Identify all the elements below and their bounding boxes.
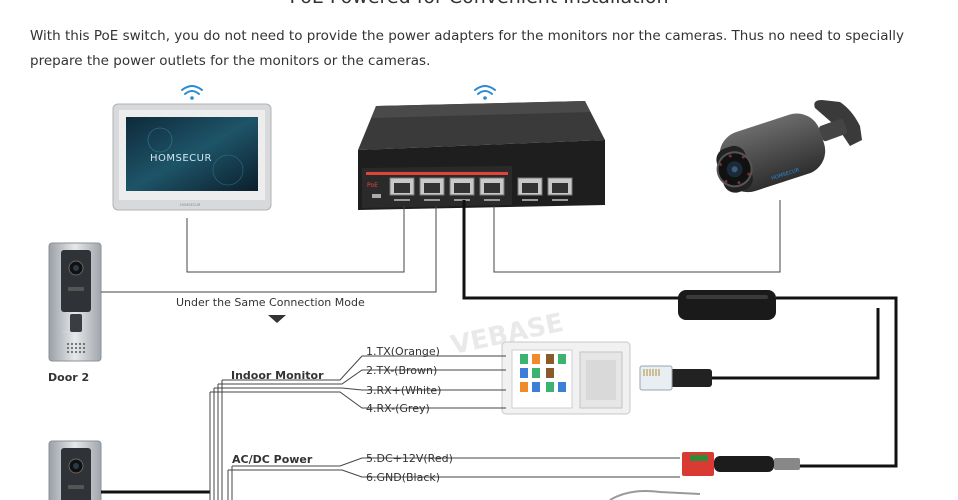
pin-labels: 1.TX(Orange) 2.TX-(Brown) 3.RX+(White) 4…	[366, 345, 453, 484]
dc-power-plug	[682, 452, 800, 476]
dc-cable-bottom	[609, 490, 701, 500]
wifi-icon	[474, 85, 496, 100]
poe-splitter	[678, 290, 776, 320]
indoor-monitor-group-label: Indoor Monitor	[231, 369, 324, 382]
door-station-2: HOMSECUR	[48, 242, 102, 362]
door-2-label: Door 2	[48, 371, 89, 384]
pin-5-label: 5.DC+12V(Red)	[366, 452, 453, 465]
door-plate-brand: HOMSECUR	[63, 330, 80, 334]
poe-cable	[101, 200, 898, 494]
rj45-plug	[639, 365, 712, 391]
connection-mode-label: Under the Same Connection Mode	[176, 296, 365, 309]
page-title: PoE Powered for Convenient Installation	[0, 0, 958, 8]
pin-4-label: 4.RX-(Grey)	[366, 402, 430, 415]
ac-dc-power-group-label: AC/DC Power	[232, 453, 313, 466]
pin-1-label: 1.TX(Orange)	[366, 345, 440, 358]
connection-lines	[101, 200, 781, 293]
pin-3-label: 3.RX+(White)	[366, 384, 441, 397]
intro-paragraph: With this PoE switch, you do not need to…	[30, 28, 905, 69]
indoor-monitor: HOMSECUR HOMSECUR	[112, 103, 272, 211]
pin-6-label: 6.GND(Black)	[366, 471, 440, 484]
monitor-screen-brand: HOMSECUR	[150, 153, 212, 164]
wifi-icon	[181, 85, 203, 100]
bullet-camera: HOMSECUR	[716, 100, 862, 193]
switch-poe-label: PoE	[367, 182, 378, 189]
door-station-1	[48, 440, 102, 500]
monitor-bezel-brand: HOMSECUR	[180, 203, 201, 207]
down-triangle-icon	[268, 315, 286, 323]
pin-2-label: 2.TX-(Brown)	[366, 364, 437, 377]
poe-switch: PoE	[358, 101, 605, 210]
wiring-lines	[209, 355, 680, 500]
keystone-jack	[501, 341, 631, 415]
